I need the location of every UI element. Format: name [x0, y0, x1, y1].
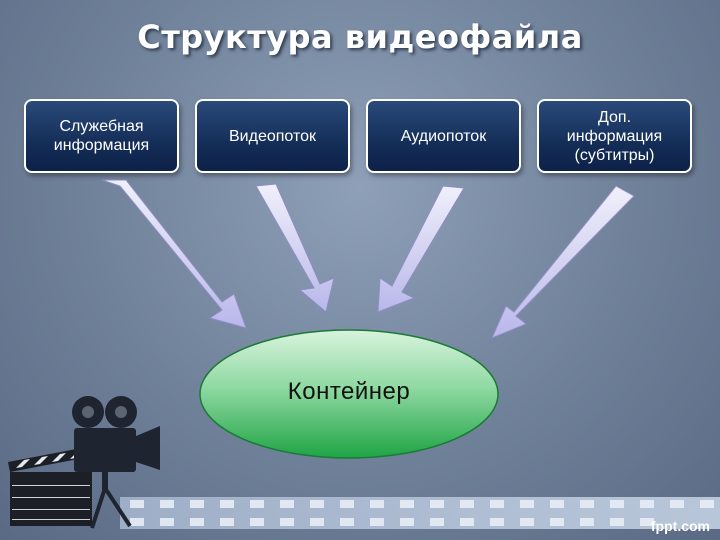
container-label: Контейнер: [287, 378, 411, 405]
source-label: Доп. информация (субтитры): [566, 108, 663, 164]
source-label: Служебная информация: [53, 118, 150, 154]
source-label: Аудиопоток: [400, 127, 487, 145]
source-box-video-stream: Видеопоток: [195, 99, 350, 173]
film-camera-icon: [72, 396, 160, 529]
source-label: Видеопоток: [229, 127, 316, 145]
arrow-1: [101, 179, 247, 329]
page-title: Структура видеофайла: [137, 18, 583, 56]
source-box-subtitles: Доп. информация (субтитры): [537, 99, 692, 173]
clapperboard-icon: [8, 446, 94, 526]
watermark: fppt.com: [650, 518, 710, 534]
arrow-2: [255, 183, 335, 313]
arrow-4: [491, 185, 635, 339]
arrow-3: [377, 185, 465, 313]
container-ellipse: [199, 329, 499, 459]
film-strip: [120, 497, 720, 529]
source-box-service-info: Служебная информация: [24, 99, 179, 173]
source-box-audio-stream: Аудиопоток: [366, 99, 521, 173]
